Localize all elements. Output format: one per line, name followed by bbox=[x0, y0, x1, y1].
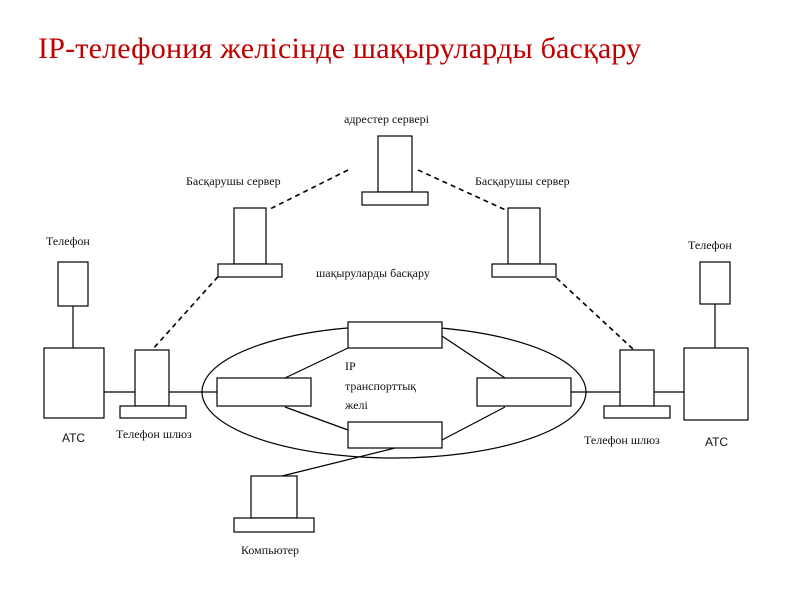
router-top bbox=[347, 321, 443, 349]
pbx-left bbox=[43, 347, 105, 419]
computer-link bbox=[281, 447, 396, 477]
control-server-left-tower bbox=[233, 207, 267, 265]
control-server-right-label: Басқарушы сервер bbox=[475, 174, 570, 188]
dashed-link-address-to-left-server bbox=[267, 169, 349, 211]
router-right bbox=[476, 377, 572, 407]
computer-label: Компьютер bbox=[241, 543, 299, 557]
control-links bbox=[151, 169, 635, 351]
ip-network-label-line2: транспорттық bbox=[345, 379, 416, 393]
address-server: адрестер сервері bbox=[344, 112, 430, 206]
address-server-label: адрестер сервері bbox=[344, 112, 430, 126]
computer-base bbox=[233, 517, 315, 533]
control-server-right: Басқарушы сервер bbox=[475, 174, 570, 278]
gateway-right-label: Телефон шлюз bbox=[584, 433, 660, 447]
call-control-label: шақыруларды басқару bbox=[316, 266, 430, 280]
router-link-top-right bbox=[441, 335, 506, 379]
slide-title: IP-телефония желісінде шақыруларды басқа… bbox=[38, 32, 642, 65]
phone-left-label: Телефон bbox=[46, 234, 90, 248]
phone-right-label: Телефон bbox=[688, 238, 732, 252]
left-endpoint: Телефон АТС Телефон шлюз bbox=[43, 234, 217, 445]
dashed-link-right-server-to-gateway bbox=[549, 271, 635, 351]
computer-node: Компьютер bbox=[233, 447, 396, 557]
router-link-left-top bbox=[284, 347, 349, 379]
address-server-base bbox=[361, 191, 429, 206]
dashed-link-left-server-to-gateway bbox=[151, 269, 225, 351]
control-server-right-base bbox=[491, 263, 557, 278]
router-link-left-bottom bbox=[284, 406, 349, 431]
gateway-right-tower bbox=[619, 349, 655, 407]
ip-network: IP транспорттық желі bbox=[201, 321, 587, 459]
gateway-left-base bbox=[119, 405, 187, 419]
address-server-tower bbox=[377, 135, 413, 193]
router-link-bottom-right bbox=[441, 406, 506, 441]
ip-network-label-line3: желі bbox=[344, 398, 368, 412]
computer-monitor bbox=[250, 475, 298, 519]
gateway-left-tower bbox=[134, 349, 170, 407]
pbx-left-label: АТС bbox=[62, 431, 85, 445]
phone-left bbox=[57, 261, 89, 307]
dashed-link-address-to-right-server bbox=[417, 169, 511, 213]
control-server-left-label: Басқарушы сервер bbox=[186, 174, 281, 188]
control-server-left: Басқарушы сервер bbox=[186, 174, 283, 278]
right-endpoint: Телефон шлюз АТС Телефон bbox=[571, 238, 749, 449]
gateway-left-label: Телефон шлюз bbox=[116, 427, 192, 441]
pbx-right bbox=[683, 347, 749, 421]
control-server-right-tower bbox=[507, 207, 541, 265]
phone-right bbox=[699, 261, 731, 305]
router-left bbox=[216, 377, 312, 407]
pbx-right-label: АТС bbox=[705, 435, 728, 449]
gateway-right-base bbox=[603, 405, 671, 419]
ip-network-label-line1: IP bbox=[345, 359, 356, 373]
control-server-left-base bbox=[217, 263, 283, 278]
router-bottom bbox=[347, 421, 443, 449]
